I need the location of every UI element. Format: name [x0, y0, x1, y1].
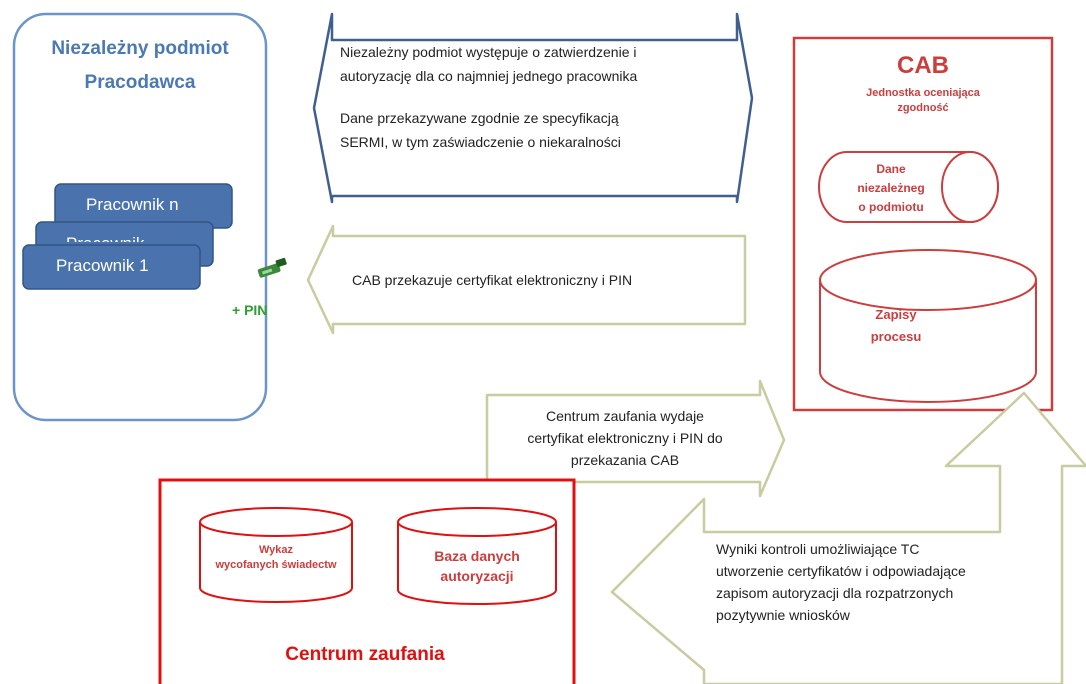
- trust-line2: certyfikat elektroniczny i PIN do: [527, 430, 723, 446]
- cab-db-entity-line3: o podmiotu: [858, 200, 924, 214]
- trust-db-auth-line1: Baza danych: [434, 548, 520, 564]
- cab-db-process-line2: procesu: [870, 329, 922, 344]
- results-line3: zapisom autoryzacji dla rozpatrzonych: [716, 585, 954, 601]
- cab-db-process-line1: Zapisy: [875, 307, 917, 322]
- trust-db-revoked-line1: Wykaz: [258, 544, 294, 556]
- results-line4: pozytywnie wniosków: [716, 607, 850, 623]
- cab-cert-text: CAB przekazuje certyfikat elektroniczny …: [352, 272, 633, 288]
- request-text: Niezależny podmiot występuje o zatwierdz…: [340, 40, 740, 154]
- employee-card-1: [22, 244, 201, 290]
- pin-label: + PIN: [232, 302, 268, 318]
- trust-db-auth-line2: autoryzacji: [440, 568, 514, 584]
- employee-card-n-label: Pracownik n: [86, 195, 179, 214]
- cab-db-process: [819, 249, 1037, 403]
- cab-db-process-label: Zapisy procesu: [836, 304, 956, 348]
- trust-db-auth: [397, 507, 557, 605]
- cab-title: CAB: [897, 52, 949, 79]
- cab-db-entity-line1: Dane: [876, 162, 906, 176]
- results-arrow: [610, 391, 1086, 684]
- cab-db-entity-line2: niezależneg: [857, 181, 925, 195]
- request-double-arrow: [312, 12, 754, 204]
- results-line2: utworzenie certyfikatów i odpowiadające: [716, 563, 966, 579]
- trust-db-auth-label: Baza danych autoryzacji: [398, 546, 556, 586]
- cab-subtitle-line1: Jednostka oceniająca: [866, 87, 980, 99]
- cab-subtitle-line2: zgodność: [897, 102, 949, 114]
- trust-center-title: Centrum zaufania: [285, 644, 445, 665]
- trust-line1: Centrum zaufania wydaje: [546, 408, 704, 424]
- request-line4: SERMI, w tym zaświadczenie o niekaralnoś…: [340, 134, 621, 150]
- employer-title-line1: Niezależny podmiot: [51, 38, 229, 59]
- results-line1: Wyniki kontroli umożliwiające TC: [716, 541, 920, 557]
- results-text: Wyniki kontroli umożliwiające TC utworze…: [716, 538, 1026, 626]
- trust-db-revoked-label: Wykaz wycofanych świadectw: [200, 543, 352, 573]
- request-line1: Niezależny podmiot występuje o zatwierdz…: [340, 44, 637, 60]
- cab-cert-arrow: [306, 224, 747, 335]
- cab-db-entity-label: Dane niezależneg o podmiotu: [836, 160, 946, 217]
- request-line2: autoryzację dla co najmniej jednego prac…: [340, 68, 638, 84]
- employee-card-1-label: Pracownik 1: [56, 256, 149, 275]
- cab-subtitle: Jednostka oceniająca zgodność: [794, 86, 1052, 116]
- employer-title-line2: Pracodawca: [84, 72, 196, 93]
- request-line3: Dane przekazywane zgodnie ze specyfikacj…: [340, 110, 619, 126]
- trust-db-revoked: [199, 507, 353, 603]
- usb-key-icon: [257, 257, 287, 278]
- employee-card-mid-label: Pracownik: [66, 234, 144, 242]
- trust-db-revoked-line2: wycofanych świadectw: [215, 559, 337, 571]
- trust-text: Centrum zaufania wydaje certyfikat elekt…: [490, 405, 760, 471]
- employer-title: Niezależny podmiot Pracodawca: [14, 32, 266, 100]
- trust-line3: przekazania CAB: [570, 452, 680, 468]
- cab-db-entity: [818, 151, 999, 223]
